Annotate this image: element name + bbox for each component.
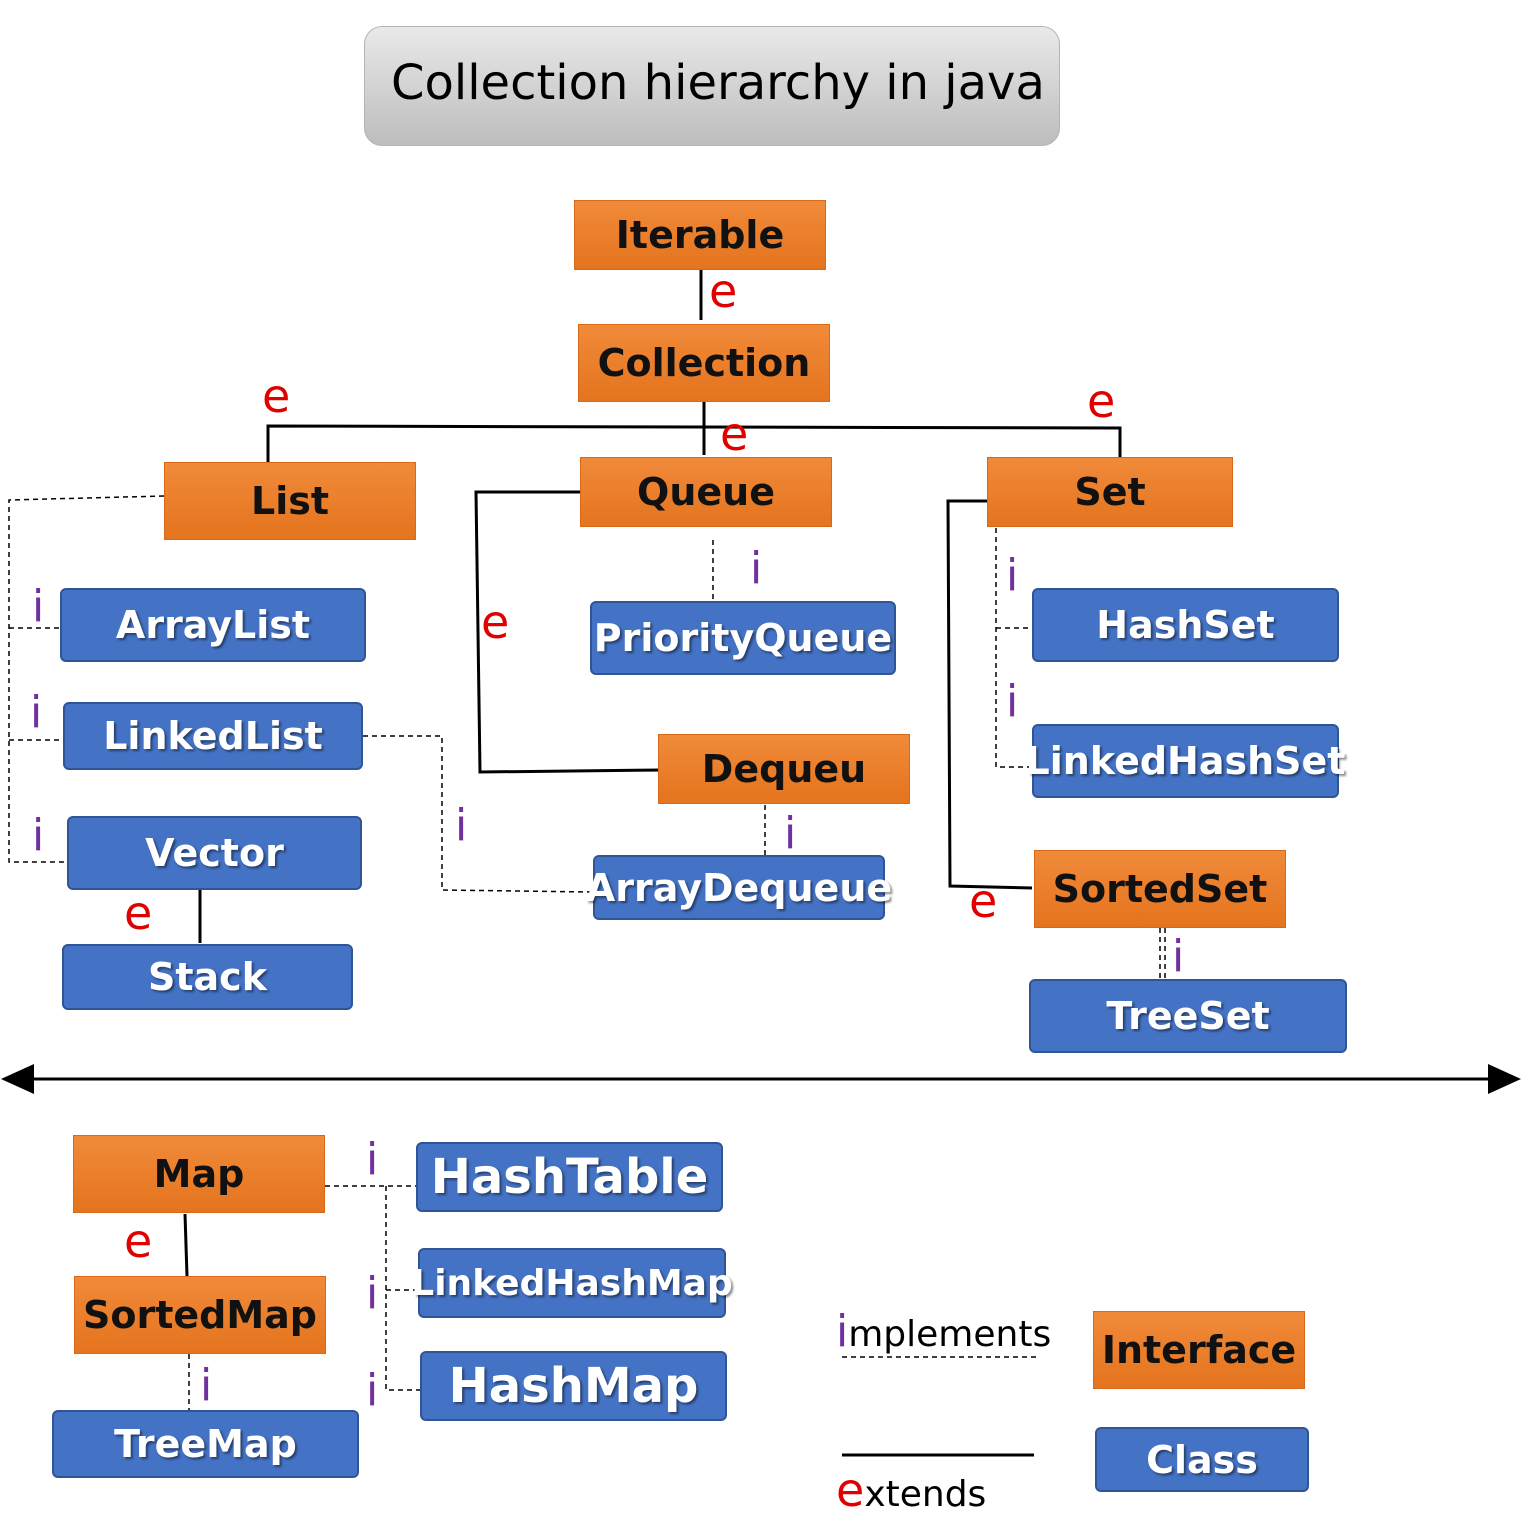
edge-label-i: i [750, 543, 762, 594]
node-stack: Stack [62, 944, 353, 1010]
edge-label-i: i [30, 687, 42, 738]
edge-label-i: i [784, 808, 796, 859]
node-arraylist: ArrayList [60, 588, 366, 662]
implements-labels: i i i i i i i i i i i i i [30, 543, 1184, 1416]
implements-lines [8, 495, 1166, 1410]
node-vector: Vector [67, 816, 362, 890]
edge-label-i: i [200, 1360, 212, 1411]
edge-label-i: i [1006, 550, 1018, 601]
extends-lines [183, 268, 1122, 1457]
node-sortedset: SortedSet [1034, 850, 1286, 928]
edge-label-i: i [32, 810, 44, 861]
edge-label-e: e [481, 595, 509, 649]
edge-label-e: e [124, 886, 152, 940]
node-collection: Collection [578, 324, 830, 402]
node-hashset: HashSet [1032, 588, 1339, 662]
edge-label-e: e [969, 874, 997, 928]
node-priorityqueue: PriorityQueue [590, 601, 896, 675]
node-sortedmap: SortedMap [74, 1276, 326, 1354]
node-hashmap: HashMap [420, 1351, 727, 1421]
page-title: Collection hierarchy in java [391, 55, 1045, 111]
edge-label-i: i [1172, 931, 1184, 982]
extends-labels: e e e e e e e e [124, 264, 1115, 1268]
edge-label-i: i [366, 1134, 378, 1185]
edge-label-i: i [1006, 676, 1018, 727]
edge-label-i: i [455, 800, 467, 851]
legend-implements-letter: i [836, 1306, 849, 1357]
node-queue: Queue [580, 457, 832, 527]
node-list: List [164, 462, 416, 540]
node-treeset: TreeSet [1029, 979, 1347, 1053]
legend-implements-rest: mplements [848, 1314, 1052, 1355]
edge-label-e: e [262, 369, 290, 423]
node-set: Set [987, 457, 1233, 527]
node-hashtable: HashTable [416, 1142, 723, 1212]
legend-class-swatch: Class [1095, 1427, 1309, 1492]
node-linkedhashmap: LinkedHashMap [411, 1248, 733, 1318]
edge-label-e: e [720, 407, 748, 461]
node-linkedhashset: LinkedHashSet [1026, 724, 1345, 798]
legend-extends-letter: e [836, 1463, 865, 1517]
edge-label-i: i [32, 581, 44, 632]
edge-label-e: e [124, 1214, 152, 1268]
legend-extends: extends [836, 1463, 986, 1517]
edge-label-e: e [709, 264, 737, 318]
legend-implements: implements [836, 1306, 1051, 1357]
node-arraydequeue: ArrayDequeue [586, 855, 892, 920]
legend-interface-swatch: Interface [1093, 1311, 1305, 1389]
node-map: Map [73, 1135, 325, 1213]
node-linkedlist: LinkedList [63, 702, 363, 770]
title-banner: Collection hierarchy in java [364, 26, 1060, 146]
legend-extends-rest: xtends [864, 1474, 987, 1515]
edge-label-e: e [1087, 374, 1115, 428]
node-treemap: TreeMap [52, 1410, 359, 1478]
node-iterable: Iterable [574, 200, 826, 270]
edge-label-i: i [366, 1268, 378, 1319]
edge-label-i: i [366, 1365, 378, 1416]
node-dequeu: Dequeu [658, 734, 910, 804]
